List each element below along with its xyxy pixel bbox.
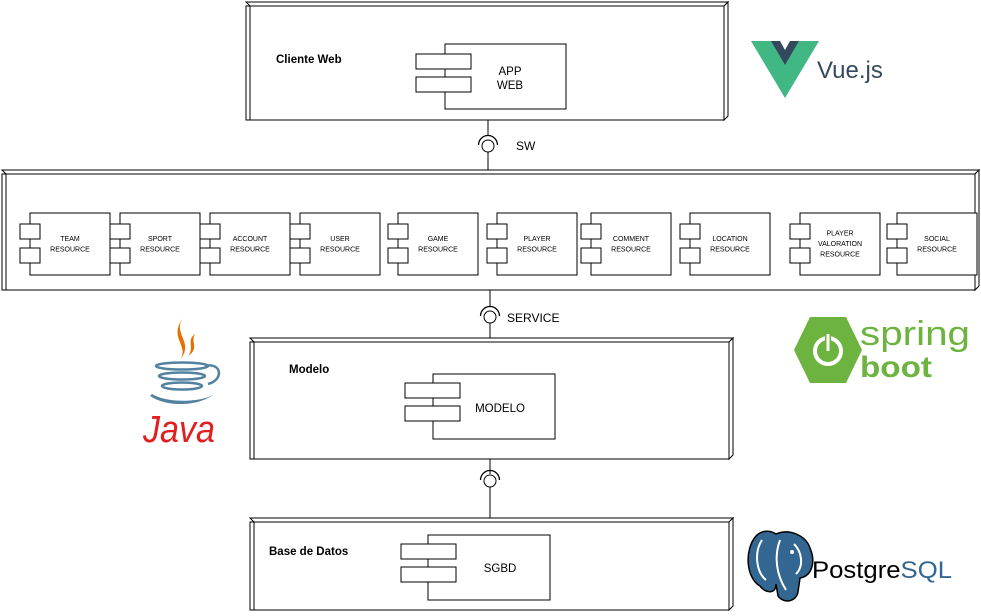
connector-client-server	[477, 120, 499, 170]
node-title-database: Base de Datos	[269, 546, 348, 558]
resource-component[interactable]: COMMENT RESOURCE	[580, 212, 672, 276]
boot-logo-text: boot	[860, 351, 932, 384]
resource-label: RESOURCE	[320, 246, 360, 253]
connector-server-model	[479, 290, 501, 340]
resource-label: ACCOUNT	[233, 236, 268, 243]
resource-label: RESOURCE	[517, 246, 557, 253]
vue-logo: Vue.js	[751, 41, 883, 98]
spring-boot-logo: spring boot	[794, 315, 970, 384]
resource-label: RESOURCE	[418, 246, 458, 253]
resource-component[interactable]: SOCIAL RESOURCE	[886, 212, 978, 276]
connector-model-database	[479, 459, 501, 520]
component-sgbd[interactable]: SGBD	[400, 534, 551, 601]
component-app-web[interactable]: APP WEB	[415, 43, 567, 110]
resource-label: PLAYER	[523, 236, 550, 243]
vue-logo-text: Vue.js	[817, 57, 883, 84]
resource-component[interactable]: SPORT RESOURCE	[109, 212, 201, 276]
component-modelo[interactable]: MODELO	[404, 373, 556, 440]
interface-label-sw: SW	[516, 139, 536, 153]
resource-component[interactable]: PLAYER RESOURCE	[486, 212, 578, 276]
resource-component[interactable]: LOCATION RESOURCE	[679, 212, 771, 276]
resource-label: COMMENT	[613, 236, 650, 243]
resource-label: RESOURCE	[230, 246, 270, 253]
resource-label: SOCIAL	[924, 236, 950, 243]
resource-label: PLAYER	[826, 231, 853, 238]
resource-label: LOCATION	[712, 236, 747, 243]
component-label: MODELO	[475, 403, 525, 415]
resource-label: GAME	[428, 236, 449, 243]
resource-component[interactable]: PLAYER VALORATION RESOURCE	[789, 212, 881, 276]
component-label: SGBD	[484, 563, 517, 575]
node-title-client: Cliente Web	[276, 54, 342, 66]
interface-label-service: SERVICE	[507, 311, 559, 325]
java-logo-text: Java	[142, 409, 215, 451]
java-logo: Java	[142, 318, 221, 451]
resource-label: RESOURCE	[917, 246, 957, 253]
resource-label: RESOURCE	[710, 246, 750, 253]
spring-logo-text: spring	[860, 315, 970, 353]
resource-label: RESOURCE	[611, 246, 651, 253]
resource-label: USER	[330, 236, 349, 243]
resource-components: TEAM RESOURCE SPORT RESOURCE ACCOUNT RESOURCE…	[19, 212, 978, 276]
resource-label: RESOURCE	[820, 252, 860, 259]
resource-component[interactable]: USER RESOURCE	[289, 212, 381, 276]
node-title-modelo: Modelo	[289, 364, 329, 376]
resource-label: SPORT	[148, 236, 173, 243]
resource-component[interactable]: TEAM RESOURCE	[19, 212, 111, 276]
resource-component[interactable]: ACCOUNT RESOURCE	[199, 212, 291, 276]
resource-label: RESOURCE	[50, 246, 90, 253]
component-label: APP	[498, 66, 521, 78]
component-label: WEB	[497, 80, 524, 92]
resource-label: RESOURCE	[140, 246, 180, 253]
resource-label: VALORATION	[818, 241, 862, 248]
resource-component[interactable]: GAME RESOURCE	[387, 212, 479, 276]
resource-label: TEAM	[60, 236, 80, 243]
